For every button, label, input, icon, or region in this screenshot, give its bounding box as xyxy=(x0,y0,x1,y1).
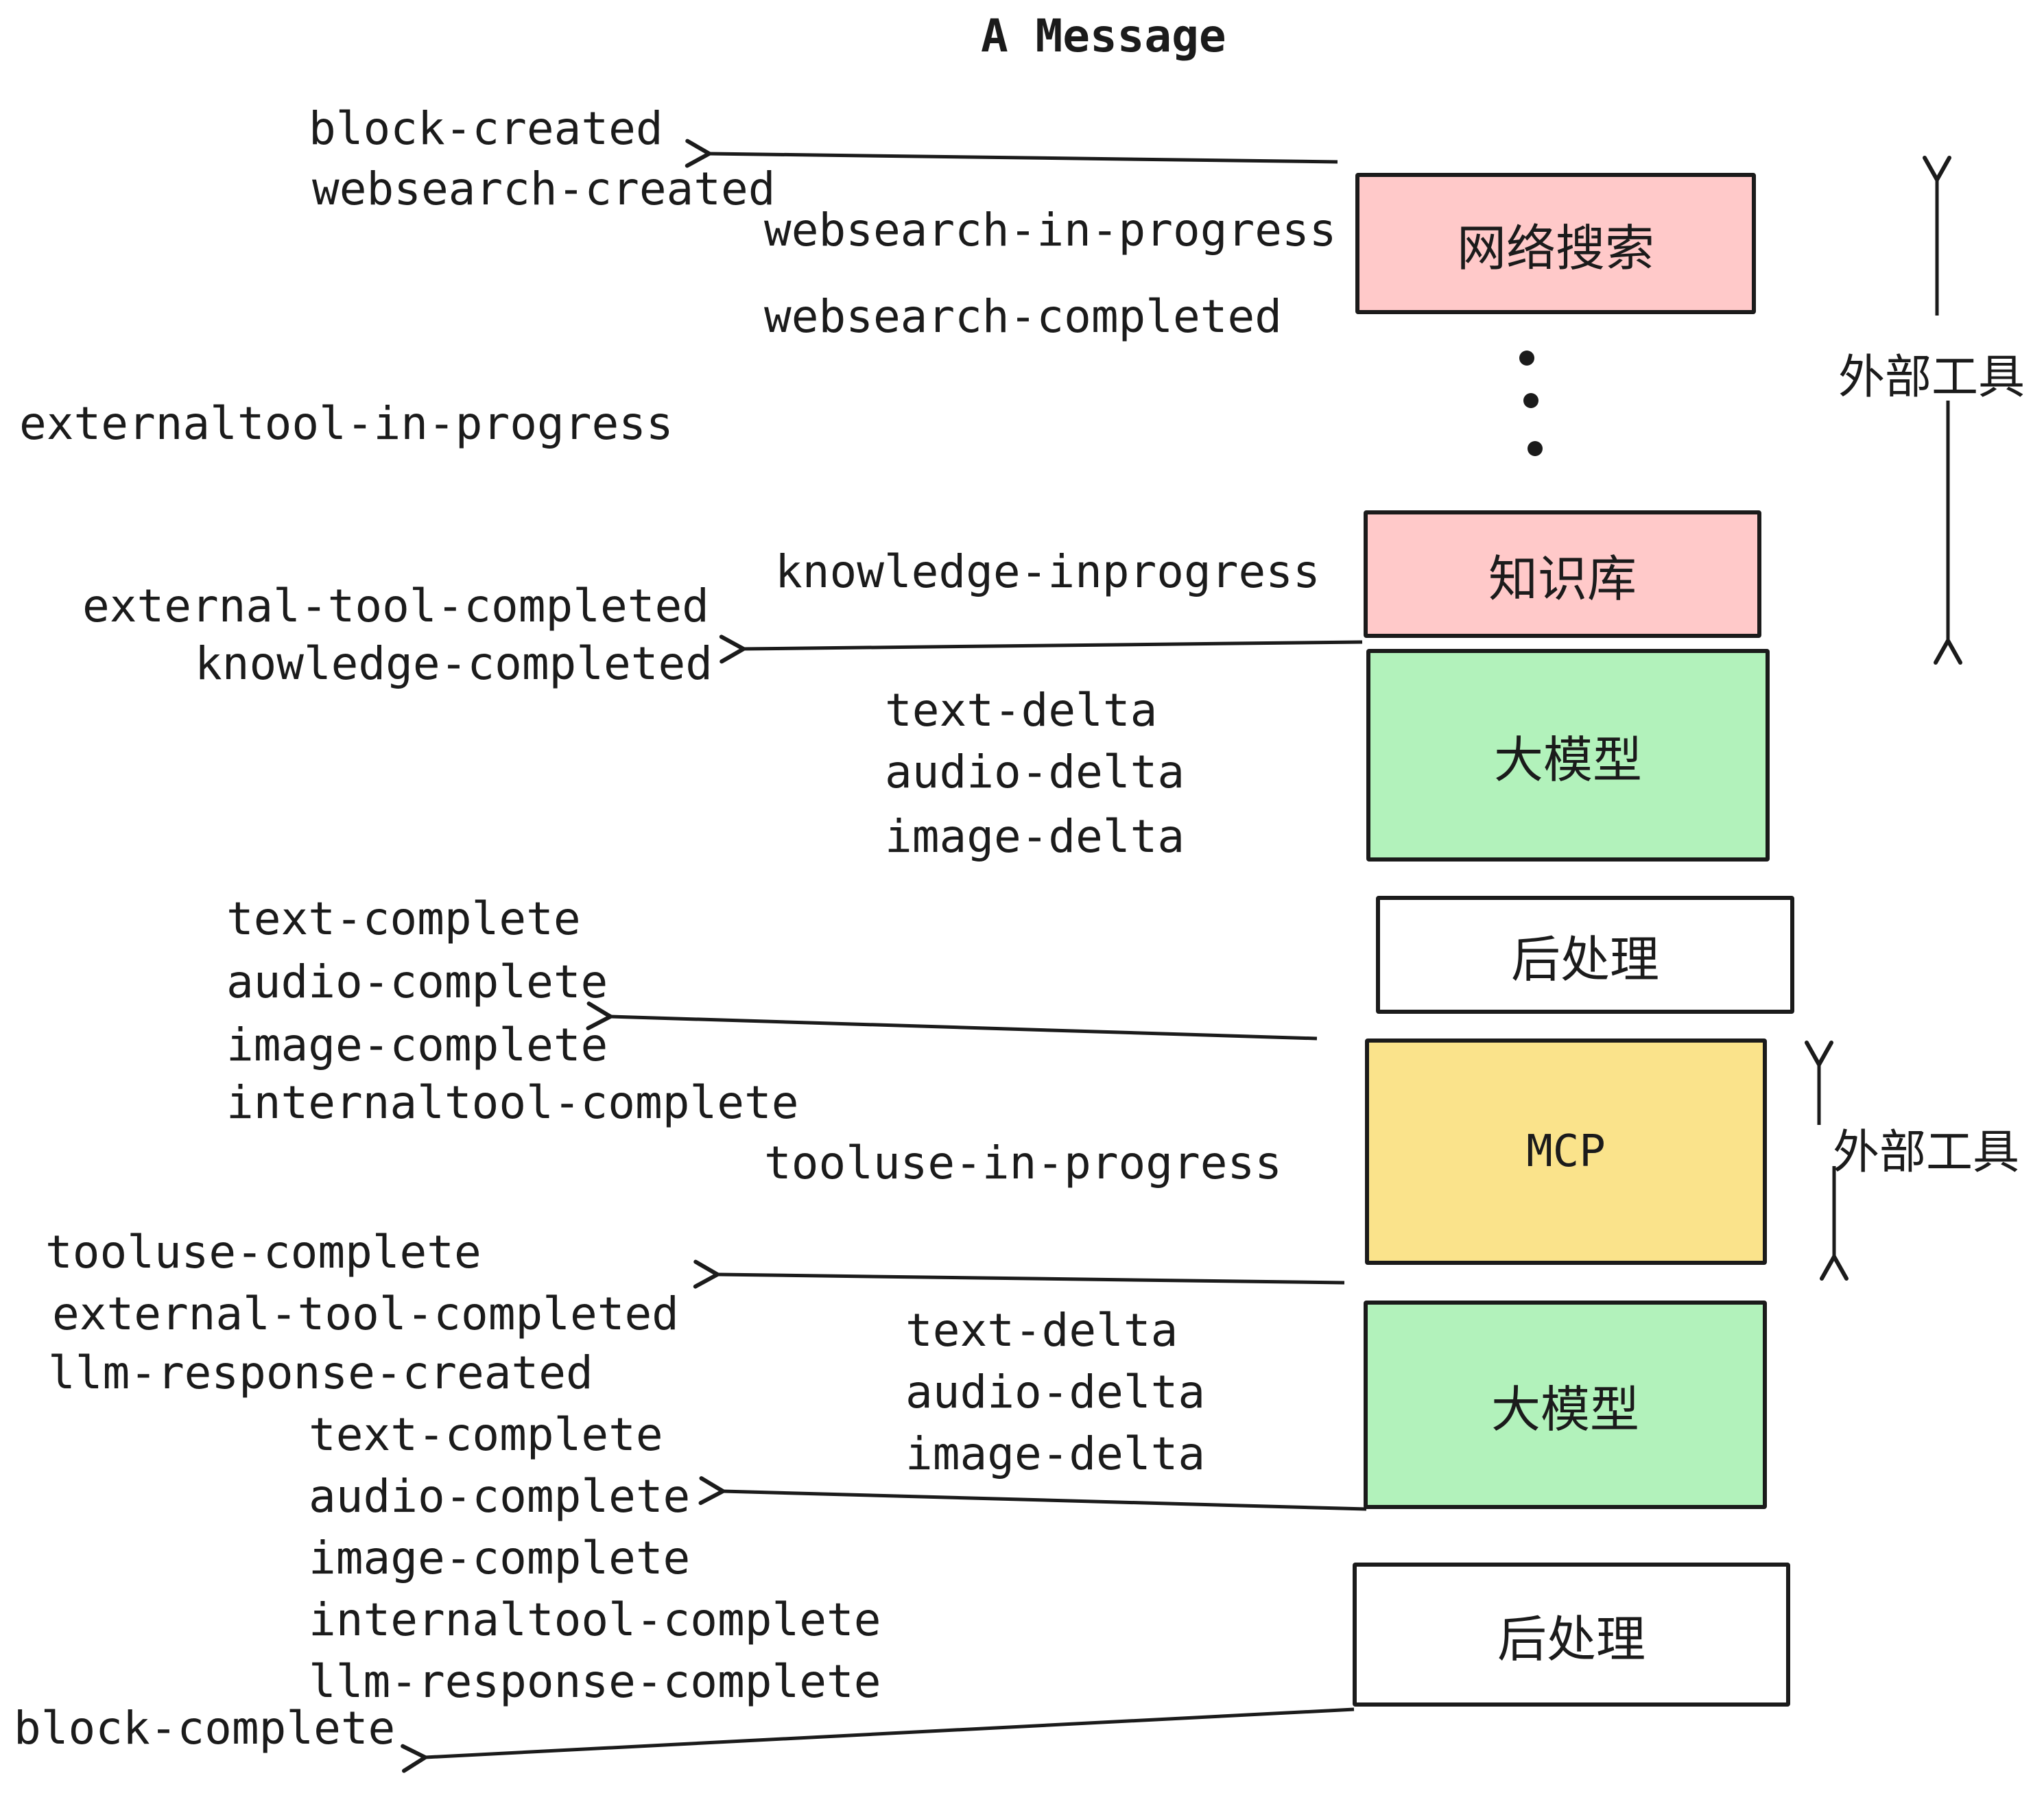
event-external-tool-completed-2: external-tool-completed xyxy=(52,1287,679,1340)
arrow-to-websearch-created xyxy=(685,139,1338,168)
external-tools-label-bottom: 外部工具 xyxy=(1833,1126,2020,1180)
diagram-title: A Message xyxy=(981,10,1226,62)
box-websearch-label: 网络搜索 xyxy=(1456,219,1654,277)
event-audio-complete-2: audio-complete xyxy=(309,1470,691,1523)
event-text-complete: text-complete xyxy=(226,892,581,945)
event-websearch-in-progress: websearch-in-progress xyxy=(764,204,1337,257)
arrow-to-tooluse-complete xyxy=(693,1259,1345,1289)
event-tooluse-complete: tooluse-complete xyxy=(45,1226,482,1279)
event-websearch-completed: websearch-completed xyxy=(764,290,1282,343)
arrow-to-knowledge-completed xyxy=(719,634,1363,664)
event-internaltool-complete: internaltool-complete xyxy=(226,1076,799,1129)
event-image-complete-2: image-complete xyxy=(309,1532,691,1585)
event-block-created: block-created xyxy=(309,102,663,155)
box-mcp-label: MCP xyxy=(1526,1126,1606,1177)
event-externaltool-in-progress: externaltool-in-progress xyxy=(19,397,674,450)
event-audio-complete: audio-complete xyxy=(226,956,608,1008)
event-internaltool-complete-2: internaltool-complete xyxy=(309,1593,881,1646)
box-mcp: MCP xyxy=(1365,1039,1767,1265)
event-audio-delta-2: audio-delta xyxy=(905,1366,1206,1419)
event-image-delta-2: image-delta xyxy=(905,1427,1206,1480)
event-audio-delta: audio-delta xyxy=(885,746,1185,798)
box-postprocess-2-label: 后处理 xyxy=(1497,1610,1645,1668)
box-websearch: 网络搜索 xyxy=(1355,173,1756,314)
arrow-to-audio-complete-2 xyxy=(698,1476,1367,1511)
event-knowledge-completed: knowledge-completed xyxy=(195,637,713,690)
event-knowledge-inprogress: knowledge-inprogress xyxy=(775,545,1320,598)
external-tools-label-top: 外部工具 xyxy=(1838,351,2025,405)
event-websearch-created: websearch-created xyxy=(312,163,776,215)
box-knowledge-label: 知识库 xyxy=(1488,549,1637,608)
box-knowledge: 知识库 xyxy=(1364,510,1761,638)
arrow-to-block-complete xyxy=(401,1707,1355,1773)
box-llm-1-label: 大模型 xyxy=(1493,731,1642,789)
event-llm-response-created: llm-response-created xyxy=(48,1346,593,1399)
event-text-delta-2: text-delta xyxy=(905,1304,1178,1357)
arrow-to-image-complete xyxy=(586,1001,1318,1041)
vertical-ellipsis xyxy=(1519,351,1543,456)
box-llm-2-label: 大模型 xyxy=(1490,1380,1639,1438)
event-text-complete-2: text-complete xyxy=(309,1408,663,1461)
event-tooluse-in-progress: tooluse-in-progress xyxy=(764,1137,1282,1189)
box-postprocess-1-label: 后处理 xyxy=(1510,930,1659,988)
box-postprocess-1: 后处理 xyxy=(1376,896,1794,1014)
event-llm-response-complete: llm-response-complete xyxy=(309,1655,881,1708)
event-block-complete: block-complete xyxy=(14,1702,396,1755)
event-image-complete: image-complete xyxy=(226,1019,608,1071)
event-external-tool-completed: external-tool-completed xyxy=(82,580,709,632)
box-llm-2: 大模型 xyxy=(1364,1301,1767,1509)
box-postprocess-2: 后处理 xyxy=(1353,1563,1790,1707)
box-llm-1: 大模型 xyxy=(1366,649,1770,862)
event-image-delta: image-delta xyxy=(885,810,1185,863)
event-text-delta: text-delta xyxy=(885,684,1158,737)
